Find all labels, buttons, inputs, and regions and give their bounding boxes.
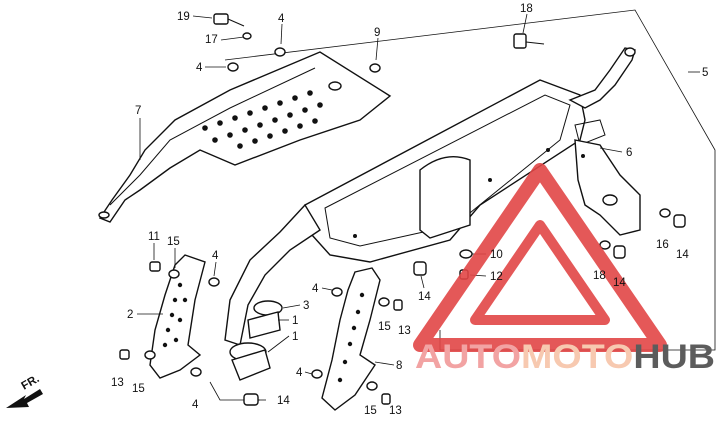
callout-14: 14 [676, 249, 689, 261]
callout-13: 13 [389, 405, 402, 417]
callout-4: 4 [192, 399, 199, 411]
callout-labels: 19 4 17 4 9 18 5 7 6 11 15 4 2 3 1 1 4 1… [111, 3, 708, 417]
callout-4: 4 [212, 250, 219, 262]
protector-part-8 [321, 267, 381, 411]
callout-6: 6 [626, 147, 632, 159]
leader-lines [137, 13, 700, 401]
muffler-part-5 [224, 47, 636, 346]
callout-5: 5 [702, 67, 708, 79]
bracket-part-6 [574, 139, 641, 236]
watermark-suffix: HUB [633, 338, 715, 376]
callout-8: 8 [396, 360, 402, 372]
callout-3: 3 [303, 300, 309, 312]
callout-2: 2 [127, 309, 133, 321]
heat-shield-part-7 [98, 51, 392, 223]
callout-4: 4 [296, 367, 303, 379]
callout-4: 4 [196, 62, 203, 74]
callout-13: 13 [111, 377, 124, 389]
callout-18: 18 [520, 3, 533, 15]
callout-4: 4 [312, 283, 319, 295]
callout-13: 13 [398, 325, 411, 337]
callout-15: 15 [167, 236, 180, 248]
front-direction-arrow: FR. [6, 373, 43, 408]
heat-shield-holes [202, 90, 323, 149]
callout-7: 7 [135, 105, 141, 117]
callout-14: 14 [277, 395, 290, 407]
callout-1: 1 [292, 315, 298, 327]
callout-19: 19 [177, 11, 190, 23]
front-direction-label: FR. [20, 373, 42, 393]
callout-4: 4 [278, 13, 285, 25]
callout-1: 1 [292, 331, 298, 343]
callout-16: 16 [656, 239, 669, 251]
callout-15: 15 [132, 383, 145, 395]
callout-12: 12 [490, 271, 503, 283]
gaskets-part-1-3 [229, 300, 283, 381]
callout-11: 11 [148, 231, 160, 243]
callout-17: 17 [205, 34, 218, 46]
watermark-middle: MOTO [521, 338, 633, 376]
watermark-logo-icon [413, 163, 667, 352]
watermark-prefix: AUTO [415, 338, 521, 376]
callout-15: 15 [378, 321, 391, 333]
callout-10: 10 [490, 249, 503, 261]
callout-14: 14 [613, 277, 626, 289]
protector-part-2 [149, 254, 206, 379]
callout-14: 14 [418, 291, 431, 303]
callout-9: 9 [374, 27, 380, 39]
callout-15: 15 [364, 405, 377, 417]
callout-18: 18 [593, 270, 606, 282]
